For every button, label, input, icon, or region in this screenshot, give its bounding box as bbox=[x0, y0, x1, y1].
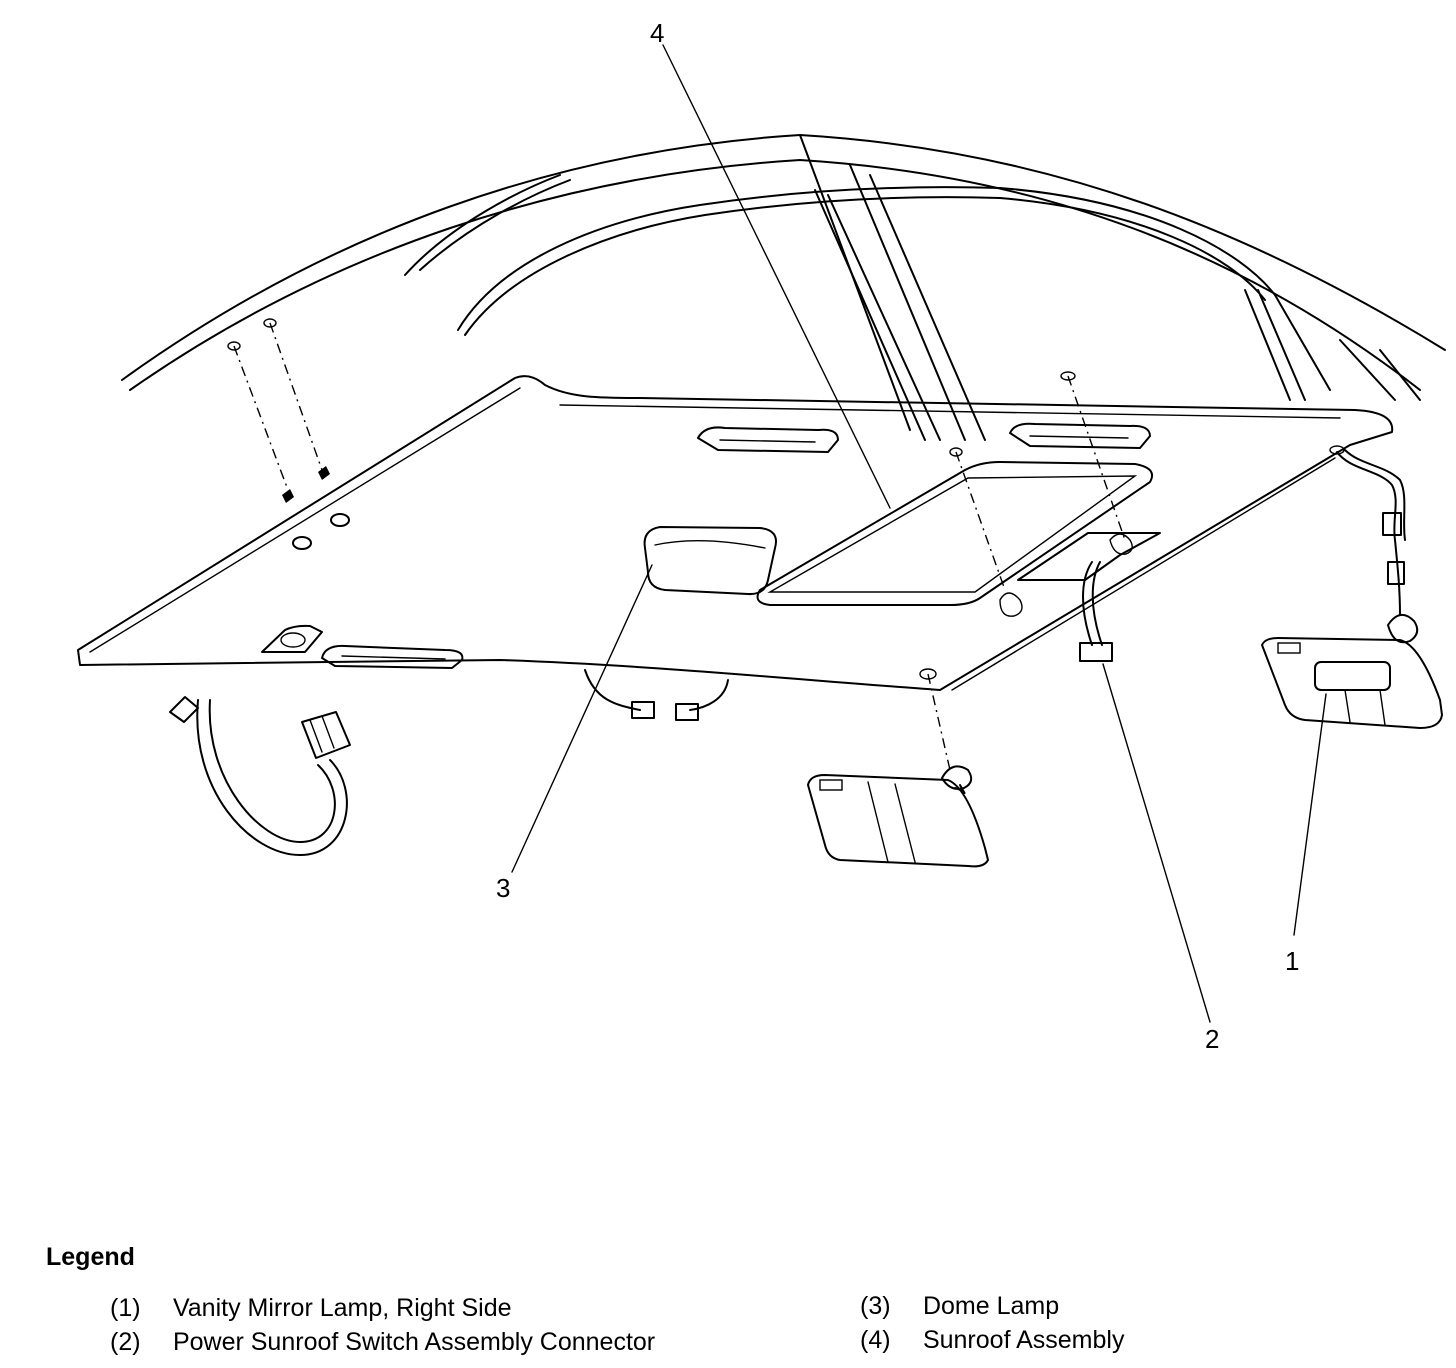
headliner-panel bbox=[77, 375, 1394, 691]
vanity-mirror-wire bbox=[1336, 449, 1419, 644]
roof-outline bbox=[121, 134, 1446, 441]
legend-number: (2) bbox=[110, 1328, 141, 1356]
legend-label: Sunroof Assembly bbox=[922, 1326, 1125, 1354]
legend-number: (1) bbox=[110, 1294, 141, 1322]
reading-lamp bbox=[261, 624, 323, 653]
legend-item-3: (3) Dome Lamp bbox=[860, 1292, 1059, 1321]
legend-number: (3) bbox=[860, 1292, 891, 1320]
callout-3: 3 bbox=[496, 873, 510, 903]
legend-item-2: (2) Power Sunroof Switch Assembly Connec… bbox=[110, 1328, 655, 1357]
legend-item-4: (4) Sunroof Assembly bbox=[860, 1326, 1124, 1355]
legend-title: Legend bbox=[46, 1243, 135, 1271]
callout-1: 1 bbox=[1285, 946, 1299, 976]
switch-connector bbox=[1079, 561, 1113, 662]
vanity-mirror-left bbox=[807, 765, 989, 868]
callout-leaders bbox=[511, 44, 1336, 1023]
headliner-exploded-diagram: 4 3 2 1 bbox=[77, 18, 1446, 1054]
mounting-holes bbox=[227, 318, 1345, 680]
legend-number: (4) bbox=[860, 1326, 891, 1354]
dome-lamp bbox=[643, 526, 777, 596]
sunroof-switch-bezel bbox=[999, 532, 1161, 617]
vanity-mirror-right bbox=[1261, 637, 1443, 729]
legend-label: Vanity Mirror Lamp, Right Side bbox=[172, 1294, 512, 1322]
legend-label: Dome Lamp bbox=[922, 1292, 1060, 1320]
callout-2: 2 bbox=[1205, 1024, 1219, 1054]
sunroof-assembly bbox=[756, 461, 1154, 606]
wiring-harness-left bbox=[169, 669, 729, 856]
legend-label: Power Sunroof Switch Assembly Connector bbox=[172, 1328, 656, 1356]
install-lines bbox=[233, 322, 1126, 771]
callout-4: 4 bbox=[650, 18, 664, 48]
assist-handles bbox=[321, 422, 1151, 669]
legend-item-1: (1) Vanity Mirror Lamp, Right Side bbox=[110, 1294, 512, 1323]
